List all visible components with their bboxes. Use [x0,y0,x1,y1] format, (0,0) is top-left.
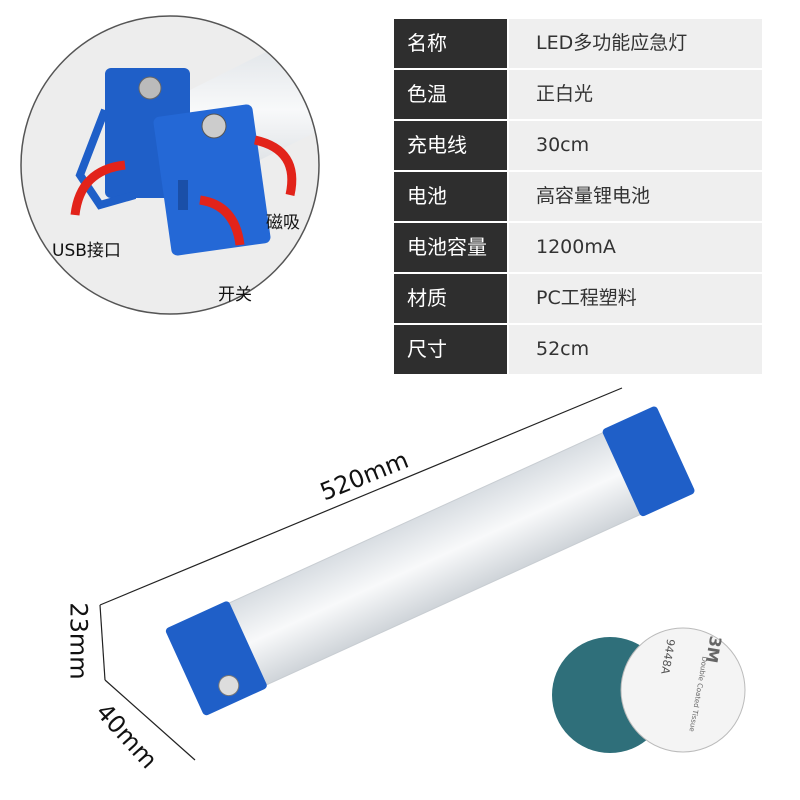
usb-port-label: USB接口 [52,241,121,261]
adhesive-stickers [552,627,746,753]
spec-row: 色温正白光 [394,70,762,119]
length-dimension-line [99,387,623,606]
lamp-end-cap-left [165,601,267,716]
inset-end-cap-front [153,104,271,256]
height-dimension-line [99,604,106,681]
arrow-icon [199,195,245,246]
spec-value: 52cm [509,325,762,374]
spec-label: 材质 [394,274,507,323]
hook-icon [75,108,137,210]
spec-label: 色温 [394,70,507,119]
spec-value: 正白光 [509,70,762,119]
spec-value: 30cm [509,121,762,170]
switch-label: 开关 [218,285,252,305]
spec-label: 尺寸 [394,325,507,374]
arrow-icon [70,160,126,216]
spec-label: 充电线 [394,121,507,170]
spec-label: 电池 [394,172,507,221]
magnet-icon [218,675,240,697]
spec-label: 名称 [394,19,507,68]
lamp-end-cap-right [602,406,695,517]
width-dimension-line [104,679,196,761]
spec-value: 高容量锂电池 [509,172,762,221]
spec-value: LED多功能应急灯 [509,19,762,68]
lamp-bar [165,406,695,716]
detail-inset [20,15,320,315]
spec-value: 1200mA [509,223,762,272]
magnet-icon [201,113,227,139]
spec-value: PC工程塑料 [509,274,762,323]
arrow-icon [253,135,297,196]
switch-icon [178,180,188,210]
magnet-label: 磁吸 [266,213,300,233]
adhesive-disc [620,627,746,753]
spec-label: 电池容量 [394,223,507,272]
height-label: 23mm [64,602,93,680]
spec-row: 电池高容量锂电池 [394,172,762,221]
magnet-icon [138,76,162,100]
